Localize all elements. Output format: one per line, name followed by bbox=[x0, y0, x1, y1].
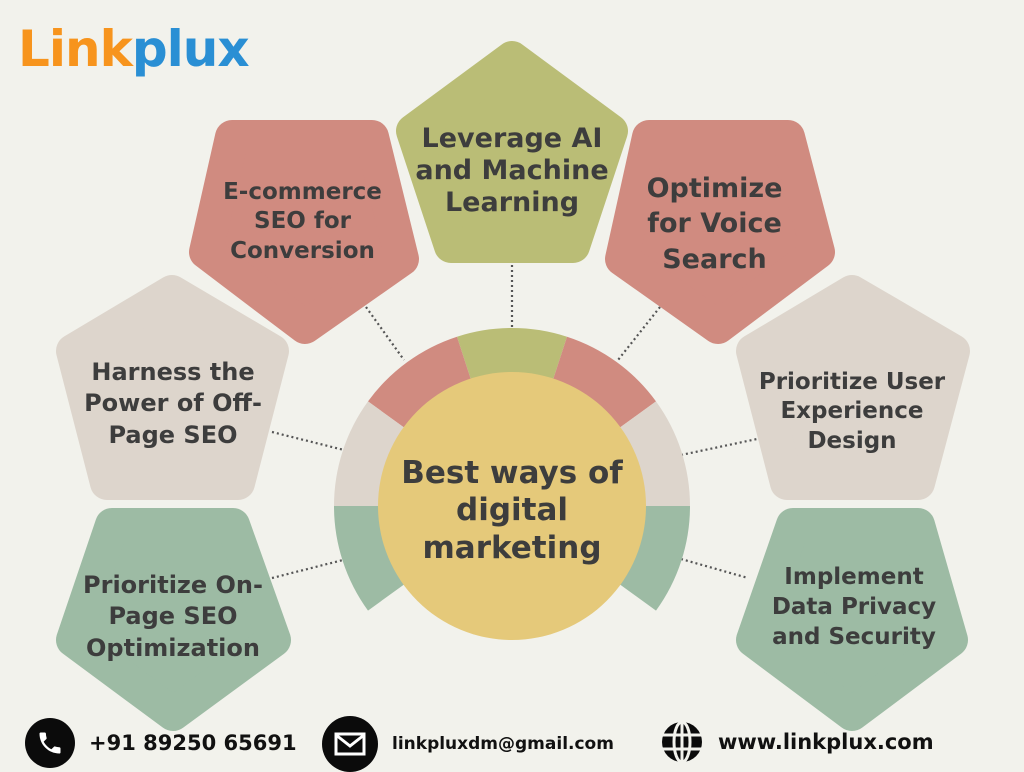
node-line: for Voice bbox=[647, 208, 782, 240]
node-line: Learning bbox=[444, 186, 580, 218]
node-line: Data Privacy bbox=[771, 594, 937, 621]
phone-icon bbox=[25, 718, 75, 768]
connector-off-page-seo bbox=[271, 430, 345, 452]
connector-data-privacy bbox=[680, 557, 749, 580]
node-line: and Machine bbox=[415, 155, 609, 187]
node-voice-search: Optimize for Voice Search bbox=[612, 168, 817, 280]
node-leverage-ai: Leverage AI and Machine Learning bbox=[404, 118, 620, 224]
phone-number: +91 89250 65691 bbox=[89, 731, 297, 755]
center-ring bbox=[334, 327, 690, 611]
node-ecommerce-seo: E-commerce SEO for Conversion bbox=[200, 170, 405, 274]
center-title-line: marketing bbox=[422, 529, 602, 566]
node-line: Harness the bbox=[91, 358, 255, 387]
node-line: Prioritize User bbox=[758, 368, 946, 395]
connector-ecommerce-seo bbox=[365, 306, 405, 361]
center-title: Best ways of digital marketing bbox=[392, 446, 632, 576]
connector-voice-search bbox=[617, 306, 661, 361]
node-line: Search bbox=[662, 243, 767, 275]
node-line: SEO for bbox=[254, 208, 351, 235]
pentagon-ux-design bbox=[736, 275, 970, 500]
contact-footer: +91 89250 65691 linkpluxdm@gmail.com www… bbox=[0, 716, 1024, 772]
node-line: Optimize bbox=[646, 173, 783, 205]
website-url: www.linkplux.com bbox=[718, 730, 934, 754]
node-line: Implement bbox=[784, 564, 924, 591]
contact-website[interactable]: www.linkplux.com bbox=[660, 720, 934, 764]
center-title-line: digital bbox=[456, 492, 568, 529]
node-line: Experience bbox=[780, 398, 924, 425]
center-title-line: Best ways of bbox=[401, 455, 623, 492]
node-line: Design bbox=[807, 427, 897, 454]
node-line: E-commerce bbox=[223, 178, 382, 205]
node-ux-design: Prioritize User Experience Design bbox=[743, 362, 961, 462]
pentagon-on-page-seo bbox=[56, 508, 291, 731]
center-circle bbox=[378, 372, 646, 640]
node-line: Power of Off- bbox=[84, 389, 262, 418]
node-line: Conversion bbox=[230, 237, 375, 264]
node-line: Optimization bbox=[86, 633, 260, 662]
ring-segment-sage-right bbox=[619, 506, 690, 611]
pentagon-data-privacy bbox=[736, 508, 968, 731]
ring-segment-beige-right bbox=[619, 401, 690, 506]
node-on-page-seo: Prioritize On- Page SEO Optimization bbox=[62, 565, 284, 669]
node-data-privacy: Implement Data Privacy and Security bbox=[743, 558, 965, 658]
node-off-page-seo: Harness the Power of Off- Page SEO bbox=[62, 352, 284, 456]
ring-segment-salmon-left bbox=[368, 336, 471, 428]
globe-icon bbox=[660, 720, 704, 764]
brand-logo-part2: plux bbox=[131, 20, 250, 78]
envelope-icon bbox=[322, 716, 378, 772]
ring-segment-sage-left bbox=[334, 506, 405, 611]
pentagon-ecommerce-seo bbox=[189, 120, 419, 344]
brand-logo-part1: Link bbox=[18, 20, 133, 78]
ring-segment-olive bbox=[457, 327, 567, 380]
brand-logo: Linkplux bbox=[18, 24, 250, 74]
node-line: Page SEO bbox=[108, 420, 238, 449]
connector-on-page-seo bbox=[271, 558, 344, 580]
contact-phone[interactable]: +91 89250 65691 bbox=[25, 718, 297, 768]
ring-segment-salmon-right bbox=[553, 336, 656, 428]
contact-email[interactable]: linkpluxdm@gmail.com bbox=[322, 716, 614, 772]
ring-segment-beige-left bbox=[334, 401, 405, 506]
node-line: Page SEO bbox=[108, 602, 238, 631]
node-line: Leverage AI bbox=[421, 123, 603, 155]
pentagon-off-page-seo bbox=[56, 275, 289, 500]
connectors bbox=[271, 265, 758, 580]
node-line: and Security bbox=[772, 623, 936, 650]
pentagon-voice-search bbox=[605, 120, 835, 344]
node-line: Prioritize On- bbox=[83, 571, 263, 600]
pentagon-leverage-ai bbox=[396, 41, 628, 263]
email-address: linkpluxdm@gmail.com bbox=[392, 734, 614, 754]
